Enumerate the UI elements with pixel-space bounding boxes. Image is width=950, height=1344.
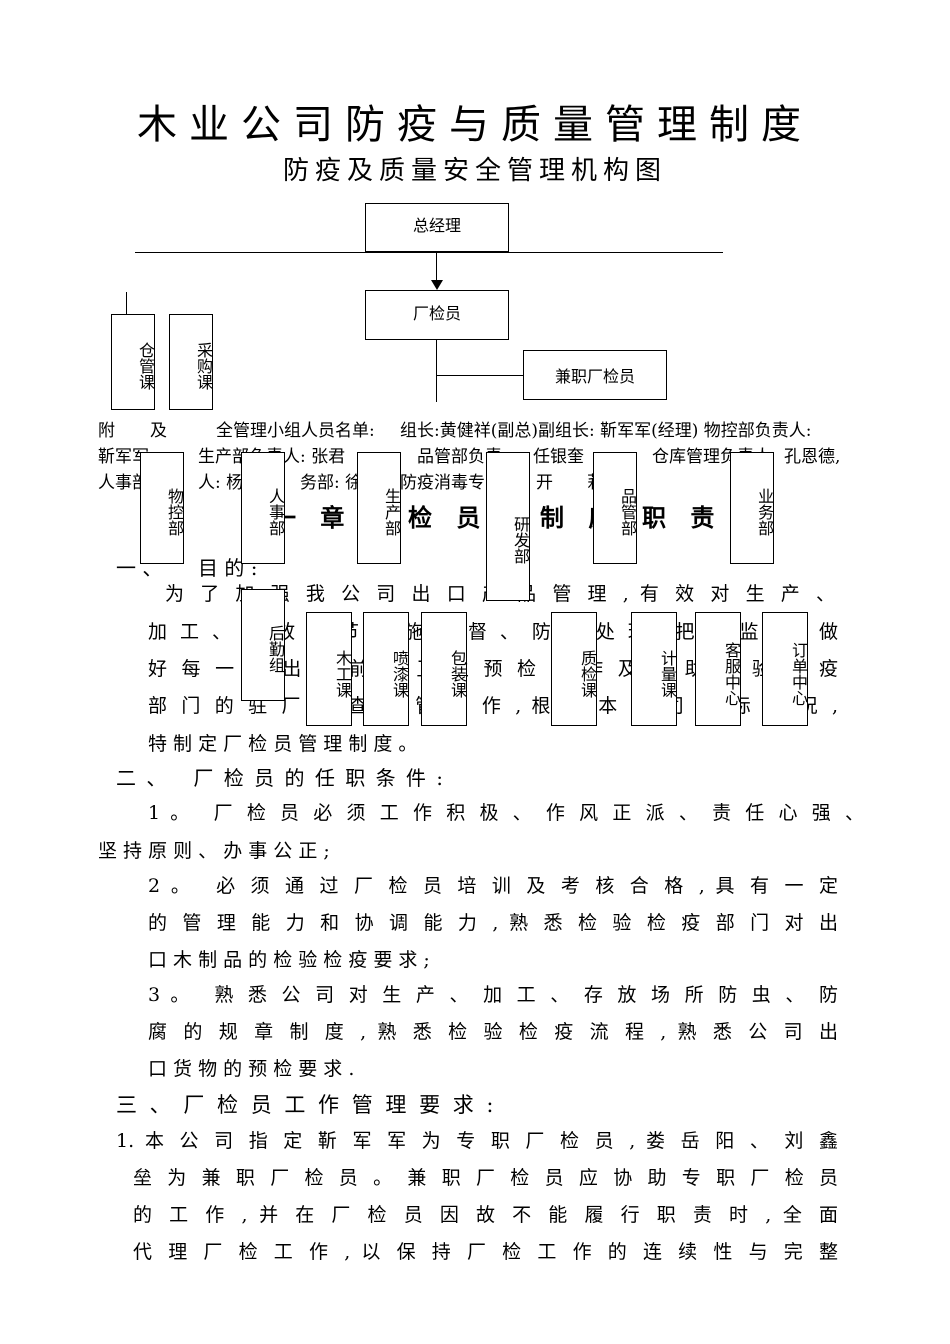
packing-section-box: 包装课 <box>421 612 467 726</box>
attach-fragment: 全管理小组人员名单: <box>216 421 375 441</box>
paragraph-line: 特 制 定 厂 检 员 管 理 制 度 。 <box>148 733 418 755</box>
attach-fragment: 防疫消毒专 <box>400 473 485 493</box>
paragraph-line: 坚 持 原 则 、 办 事 公 正 ; <box>98 840 330 862</box>
connector-line <box>135 252 723 254</box>
paragraph-line: 垒 为 兼 职 厂 检 员 。 兼 职 厂 检 员 应 协 助 专 职 厂 检 … <box>133 1167 838 1189</box>
attach-fragment: 靳军军 <box>98 447 149 467</box>
paragraph-line: 的 管 理 能 力 和 协 调 能 力 , 熟 悉 检 验 检 疫 部 门 对 … <box>148 912 838 934</box>
attach-fragment: 人事部 <box>98 473 149 493</box>
material-control-dept-box: 物控部 <box>140 452 184 564</box>
chapter-fragment: 职 责 <box>642 503 723 532</box>
document-title: 木业公司防疫与质量管理制度 <box>137 102 813 148</box>
arrow-head <box>431 280 443 290</box>
connector-line <box>126 292 128 314</box>
paragraph-line: 3 。 熟 悉 公 司 对 生 产 、 加 工 、 存 放 场 所 防 虫 、 … <box>148 984 838 1006</box>
paragraph-line: 口 木 制 品 的 检 验 检 疫 要 求 ; <box>148 949 430 971</box>
purchasing-section-box: 采购课 <box>169 314 213 410</box>
paragraph-line: 1. 本 公 司 指 定 靳 军 军 为 专 职 厂 检 员 , 娄 岳 阳 、… <box>116 1130 838 1152</box>
business-dept-box: 业务部 <box>730 452 774 564</box>
connector-line <box>436 375 524 377</box>
paragraph-line: 的 工 作 , 并 在 厂 检 员 因 故 不 能 履 行 职 责 时 , 全 … <box>133 1204 838 1226</box>
section-heading: 三 、 厂 检 员 工 作 管 理 要 求 : <box>116 1093 497 1117</box>
attach-fragment: 孔恩德, <box>784 447 841 467</box>
paragraph-line: 1 。 厂 检 员 必 须 工 作 积 极 、 作 风 正 派 、 责 任 心 … <box>148 802 864 824</box>
quality-inspection-section-box: 质检课 <box>551 612 597 726</box>
paragraph-line: 腐 的 规 章 制 度 , 熟 悉 检 验 检 疫 流 程 , 熟 悉 公 司 … <box>148 1021 838 1043</box>
section-heading: 二 、 厂 检 员 的 任 职 条 件 : <box>116 766 446 790</box>
attach-fragment: 组长:黄健祥(副总)副组长: 靳军军(经理) 物控部负责人: <box>400 421 812 441</box>
painting-section-box: 喷漆课 <box>363 612 409 726</box>
general-manager-box: 总经理 <box>365 203 509 252</box>
paragraph-line: 2 。 必 须 通 过 厂 检 员 培 训 及 考 核 合 格 , 具 有 一 … <box>148 875 838 897</box>
metering-section-box: 计量课 <box>631 612 677 726</box>
rd-dept-box: 研发部 <box>486 452 530 601</box>
connector-line <box>436 340 438 402</box>
attach-fragment: 及 <box>150 421 167 441</box>
production-dept-box: 生产部 <box>357 452 401 564</box>
logistics-group-box: 后勤组 <box>241 589 285 701</box>
attach-fragment: 附 <box>98 421 115 441</box>
order-center-box: 订单中心 <box>762 612 808 726</box>
quality-dept-box: 品管部 <box>593 452 637 564</box>
connector-line <box>436 252 438 282</box>
hr-dept-box: 人事部 <box>241 452 285 564</box>
attach-fragment: 品管部负责 <box>417 447 502 467</box>
factory-inspector-box: 厂检员 <box>365 290 509 340</box>
customer-service-center-box: 客服中心 <box>695 612 741 726</box>
org-chart-title: 防疫及质量安全管理机构图 <box>282 156 667 186</box>
part-time-inspector-box: 兼职厂检员 <box>523 350 667 400</box>
attach-fragment: 开 <box>536 473 553 493</box>
paragraph-line: 口 货 物 的 预 检 要 求 . <box>148 1058 355 1080</box>
woodwork-section-box: 木工课 <box>306 612 352 726</box>
attach-fragment: 任银奎 <box>533 447 584 467</box>
paragraph-line: 代 理 厂 检 工 作 , 以 保 持 厂 检 工 作 的 连 续 性 与 完 … <box>133 1241 838 1263</box>
warehouse-section-box: 仓管课 <box>111 314 155 410</box>
